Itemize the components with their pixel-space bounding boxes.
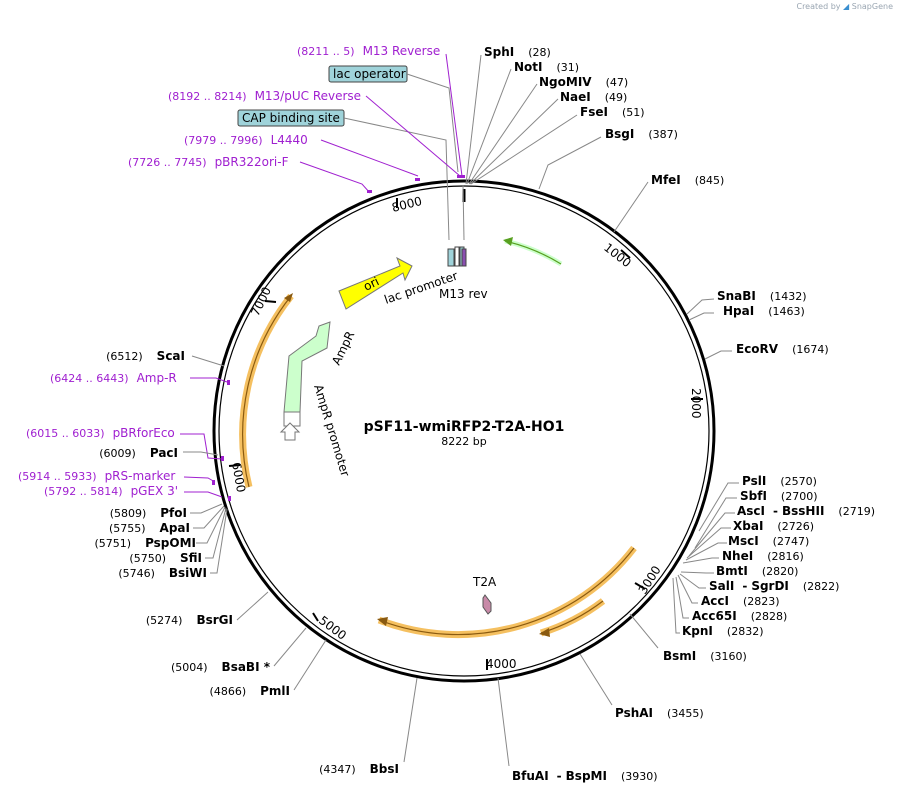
primer-m13-puc-reverse: (8192 .. 8214)M13/pUC Reverse: [168, 89, 361, 103]
ori-label: ori: [361, 274, 381, 293]
enzyme-labels-right: SphI(28) NotI(31) NgoMIV(47) NaeI(49) Fs…: [484, 45, 875, 783]
enzyme-msci: MscI(2747): [728, 534, 809, 548]
tick-4000: 4000: [486, 657, 517, 671]
primer-leaders: [180, 53, 463, 498]
green-feature-arc: [503, 237, 563, 267]
ampr-label: AmpR: [329, 329, 357, 367]
enzyme-fsei: FseI(51): [580, 105, 645, 119]
tick-marks: [228, 198, 703, 670]
tick-8000: 8000: [390, 194, 423, 215]
m13-rev-label: M13 rev: [439, 287, 488, 301]
lac-cluster: [447, 246, 467, 267]
enzyme-pmli: (4866)PmlI: [210, 684, 290, 698]
enzyme-noti: NotI(31): [514, 60, 579, 74]
primer-m13-reverse: (8211 .. 5)M13 Reverse: [297, 44, 440, 58]
ampr-promoter-label: AmpR promoter: [311, 383, 352, 478]
enzyme-mfei: MfeI(845): [651, 173, 724, 187]
primer-pbrforeco: (6015 .. 6033)pBRforEco: [26, 426, 175, 440]
enzyme-acc65i: Acc65I(2828): [692, 609, 787, 623]
cap-site-box: CAP binding site: [237, 109, 345, 127]
enzyme-bmti: BmtI(2820): [716, 564, 798, 578]
enzyme-labels-left: (6512)ScaI (6009)PacI (5809)PfoI (5755)A…: [94, 349, 399, 776]
ori-feature: ori: [338, 256, 413, 310]
orange-feature-short: [539, 598, 606, 637]
enzyme-pspomi: (5751)PspOMI: [94, 536, 196, 550]
tick-3000: 3000: [636, 563, 664, 596]
primer-pgex3: (5792 .. 5814)pGEX 3': [44, 484, 178, 498]
primer-amp-r: (6424 .. 6443)Amp-R: [50, 371, 177, 385]
lac-operator-label: lac operator: [333, 67, 406, 81]
enzyme-bfuai-bspmi: BfuAI-BspMI(3930): [512, 769, 658, 783]
enzyme-xbai: XbaI(2726): [733, 519, 814, 533]
primer-pbr322ori-f: (7726 .. 7745)pBR322ori-F: [128, 155, 289, 169]
lac-operator-box: lac operator: [328, 65, 408, 83]
tick-2000: 2000: [689, 388, 703, 419]
enzyme-ecorv: EcoRV(1674): [736, 342, 829, 356]
primer-labels: (8211 .. 5)M13 Reverse (8192 .. 8214)M13…: [18, 44, 440, 498]
enzyme-bsgi: BsgI(387): [605, 127, 678, 141]
enzyme-kpni: KpnI(2832): [682, 624, 763, 638]
primer-marks: [212, 175, 465, 501]
enzyme-ngomiv: NgoMIV(47): [539, 75, 628, 89]
enzyme-paci: (6009)PacI: [99, 446, 178, 460]
enzyme-snabi: SnaBI(1432): [717, 289, 806, 303]
t2a-feature: T2A: [472, 575, 497, 615]
plasmid-length: 8222 bp: [441, 435, 486, 448]
backbone-outer: [212, 179, 716, 683]
enzyme-sali-sgrdi: SalI-SgrDI(2822): [709, 579, 839, 593]
orange-feature-left: [239, 293, 294, 488]
enzyme-bsiwi: (5746)BsiWI: [118, 566, 207, 580]
orange-feature-bottom: [377, 545, 637, 638]
enzyme-sphi: SphI(28): [484, 45, 551, 59]
enzyme-pfoi: (5809)PfoI: [110, 506, 187, 520]
enzyme-pshai: PshAI(3455): [615, 706, 704, 720]
enzyme-bsabi: (5004)BsaBI *: [171, 660, 271, 674]
origin-mark: [462, 189, 466, 202]
credit-prefix: Created by: [796, 2, 841, 11]
enzyme-hpai: HpaI(1463): [723, 304, 805, 318]
enzyme-asci-bsshii: AscI-BssHII(2719): [737, 504, 875, 518]
enzyme-acci: AccI(2823): [701, 594, 780, 608]
t2a-label: T2A: [472, 575, 497, 589]
feature-leaders: [343, 73, 465, 241]
backbone-inner: [218, 185, 710, 677]
enzyme-leaders-right: [465, 54, 739, 767]
enzyme-bbsi: (4347)BbsI: [319, 762, 399, 776]
enzyme-apai: (5755)ApaI: [109, 521, 190, 535]
enzyme-bsrgi: (5274)BsrGI: [146, 613, 233, 627]
primer-l4440: (7979 .. 7996)L4440: [184, 133, 308, 147]
snapgene-credit: Created by ◢ SnapGene: [796, 2, 893, 11]
plasmid-name: pSF11-wmiRFP2-T2A-HO1: [364, 419, 565, 435]
enzyme-sbfi: SbfI(2700): [740, 489, 818, 503]
enzyme-leaders-left: [183, 355, 418, 763]
enzyme-naei: NaeI(49): [560, 90, 627, 104]
enzyme-scai: (6512)ScaI: [106, 349, 185, 363]
snapgene-logo-icon: ◢: [843, 2, 850, 11]
enzyme-sfii: (5750)SfiI: [129, 551, 202, 565]
cap-site-label: CAP binding site: [242, 111, 340, 125]
enzyme-psli: PslI(2570): [742, 474, 817, 488]
credit-brand: SnapGene: [851, 2, 893, 11]
enzyme-bsmi: BsmI(3160): [663, 649, 747, 663]
enzyme-nhei: NheI(2816): [722, 549, 804, 563]
primer-prs-marker: (5914 .. 5933)pRS-marker: [18, 469, 175, 483]
